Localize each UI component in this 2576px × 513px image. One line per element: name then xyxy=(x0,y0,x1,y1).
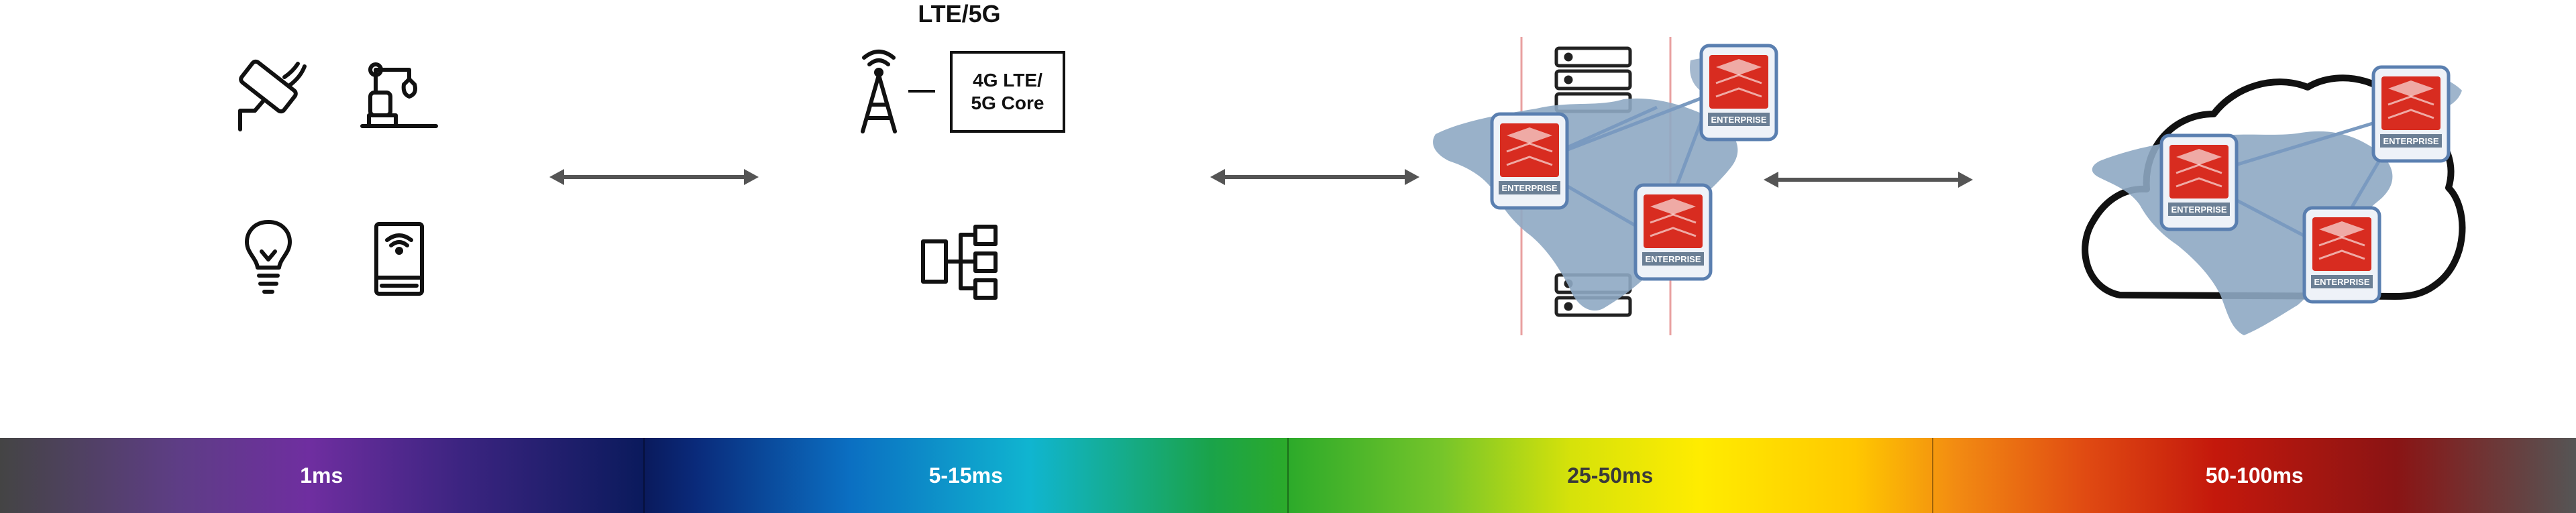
latency-segment-network: 5-15ms xyxy=(645,438,1289,513)
latency-label: 5-15ms xyxy=(928,463,1003,488)
double-arrow-icon xyxy=(1210,169,1419,185)
enterprise-badge-label: ENTERPRISE xyxy=(2171,205,2226,215)
double-arrow-icon xyxy=(549,169,759,185)
security-camera-icon xyxy=(238,59,307,131)
latency-segment-device: 1ms xyxy=(0,438,645,513)
latency-spectrum-bar: 1ms 5-15ms 25-50ms 50-100ms xyxy=(0,438,2576,513)
light-bulb-icon xyxy=(245,220,292,294)
wifi-tablet-icon xyxy=(374,222,424,296)
latency-label: 1ms xyxy=(300,463,343,488)
latency-label: 25-50ms xyxy=(1567,463,1654,488)
latency-segment-edge: 25-50ms xyxy=(1289,438,1933,513)
core-network-box: 4G LTE/ 5G Core xyxy=(950,51,1065,133)
latency-label: 50-100ms xyxy=(2205,463,2304,488)
core-label-line1: 4G LTE/ xyxy=(973,70,1042,91)
core-label-line2: 5G Core xyxy=(971,93,1044,113)
double-arrow-icon xyxy=(1764,172,1973,188)
lte-5g-title: LTE/5G xyxy=(918,0,1001,27)
latency-segment-cloud: 50-100ms xyxy=(1933,438,2576,513)
network-hierarchy-icon xyxy=(921,225,998,300)
robotic-arm-icon xyxy=(360,62,438,128)
cloud-map: ENTERPRISE ENTERPRISE ENTERPRISE xyxy=(2082,65,2466,335)
enterprise-badge-label: ENTERPRISE xyxy=(1645,254,1701,264)
enterprise-badge-label: ENTERPRISE xyxy=(2314,277,2369,287)
connector-dash xyxy=(908,90,935,93)
enterprise-badge-label: ENTERPRISE xyxy=(1501,183,1557,193)
edge-datacenter-map: ENTERPRISE ENTERPRISE ENTERPRISE xyxy=(1433,37,1778,335)
enterprise-badge-label: ENTERPRISE xyxy=(1711,115,1766,125)
enterprise-badge-label: ENTERPRISE xyxy=(2383,136,2438,146)
cell-tower-icon xyxy=(861,50,897,133)
